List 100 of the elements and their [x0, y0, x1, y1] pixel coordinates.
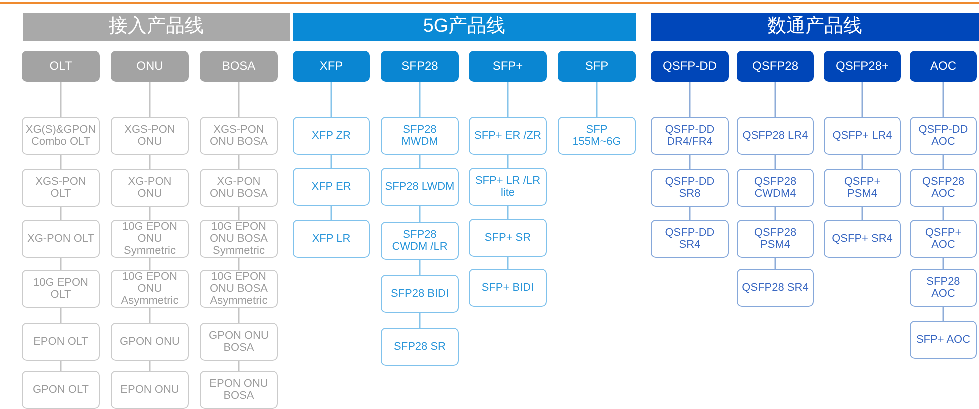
connector-line — [942, 258, 944, 269]
connector-line — [689, 207, 691, 220]
connector-line — [596, 82, 598, 117]
product-box: EPON ONU — [111, 371, 189, 409]
product-box: SFP28 MWDM — [381, 117, 459, 155]
product-box: QSFP28 LR4 — [737, 117, 814, 155]
connector-line — [238, 361, 240, 371]
category-box: SFP+ — [469, 51, 547, 82]
product-box: XG-PON ONU — [111, 169, 189, 207]
connector-line — [507, 82, 509, 117]
product-box: XGS-PON ONU BOSA — [200, 117, 278, 155]
connector-line — [689, 155, 691, 169]
product-box: SFP28 AOC — [910, 269, 977, 307]
category-box: QSFP-DD — [651, 51, 729, 82]
connector-line — [689, 82, 691, 117]
connector-line — [330, 155, 332, 168]
connector-line — [238, 258, 240, 270]
product-box: SFP+ ER /ZR — [469, 117, 547, 155]
connector-line — [507, 257, 509, 269]
connector-line — [419, 155, 421, 168]
connector-line — [862, 155, 864, 169]
connector-line — [60, 361, 62, 371]
product-box: QSFP+ SR4 — [824, 220, 901, 258]
product-box: GPON ONU — [111, 323, 189, 361]
section-banner: 5G产品线 — [293, 13, 636, 41]
product-box: 10G EPON ONU BOSA Symmetric — [200, 220, 278, 258]
product-box: QSFP-DD SR8 — [651, 169, 729, 207]
product-box: SFP+ BIDI — [469, 269, 547, 307]
connector-line — [60, 82, 62, 117]
product-box: XGS-PON ONU — [111, 117, 189, 155]
product-box: 10G EPON ONU BOSA Asymmetric — [200, 270, 278, 308]
connector-line — [942, 307, 944, 321]
connector-line — [507, 155, 509, 168]
product-box: SFP28 CWDM /LR — [381, 222, 459, 260]
product-box: QSFP28 CWDM4 — [737, 169, 814, 207]
connector-line — [942, 207, 944, 220]
connector-line — [419, 206, 421, 222]
connector-line — [419, 313, 421, 328]
product-box: SFP+ AOC — [910, 321, 977, 359]
product-box: QSFP-DD DR4/FR4 — [651, 117, 729, 155]
product-box: SFP28 LWDM — [381, 168, 459, 206]
category-box: SFP28 — [381, 51, 459, 82]
connector-line — [238, 155, 240, 169]
product-box: QSFP28 SR4 — [737, 269, 814, 307]
section-banner: 接入产品线 — [23, 13, 290, 41]
connector-line — [419, 82, 421, 117]
product-box: 10G EPON ONU Symmetric — [111, 220, 189, 258]
product-box: QSFP+ PSM4 — [824, 169, 901, 207]
connector-line — [149, 82, 151, 117]
product-box: XFP LR — [293, 220, 370, 258]
category-box: AOC — [910, 51, 977, 82]
product-box: GPON ONU BOSA — [200, 323, 278, 361]
connector-line — [862, 207, 864, 220]
category-box: BOSA — [200, 51, 278, 82]
connector-line — [942, 155, 944, 169]
product-box: XGS-PON OLT — [22, 169, 100, 207]
category-box: OLT — [22, 51, 100, 82]
product-box: XFP ZR — [293, 117, 370, 155]
product-box: XG(S)&GPON Combo OLT — [22, 117, 100, 155]
category-box: QSFP28 — [737, 51, 814, 82]
connector-line — [507, 206, 509, 219]
product-box: QSFP-DD SR4 — [651, 220, 729, 258]
category-box: XFP — [293, 51, 370, 82]
connector-line — [60, 207, 62, 220]
product-box: 10G EPON ONU Asymmetric — [111, 270, 189, 308]
connector-line — [330, 206, 332, 220]
connector-line — [774, 155, 776, 169]
category-box: QSFP28+ — [824, 51, 901, 82]
product-box: QSFP+ LR4 — [824, 117, 901, 155]
connector-line — [862, 82, 864, 117]
category-box: ONU — [111, 51, 189, 82]
connector-line — [149, 361, 151, 371]
product-box: XG-PON ONU BOSA — [200, 169, 278, 207]
connector-line — [238, 308, 240, 323]
connector-line — [149, 308, 151, 323]
product-box: EPON OLT — [22, 323, 100, 361]
connector-line — [149, 258, 151, 270]
section-banner: 数通产品线 — [651, 13, 979, 41]
product-box: QSFP28 AOC — [910, 169, 977, 207]
connector-line — [60, 258, 62, 270]
connector-line — [942, 82, 944, 117]
product-box: EPON ONU BOSA — [200, 371, 278, 409]
product-box: SFP+ LR /LR lite — [469, 168, 547, 206]
connector-line — [774, 207, 776, 220]
connector-line — [774, 258, 776, 269]
product-box: QSFP-DD AOC — [910, 117, 977, 155]
product-box: SFP+ SR — [469, 219, 547, 257]
product-box: QSFP+ AOC — [910, 220, 977, 258]
connector-line — [149, 155, 151, 169]
product-box: GPON OLT — [22, 371, 100, 409]
product-box: XG-PON OLT — [22, 220, 100, 258]
product-box: QSFP28 PSM4 — [737, 220, 814, 258]
connector-line — [330, 82, 332, 117]
connector-line — [60, 155, 62, 169]
product-box: SFP28 SR — [381, 328, 459, 366]
category-box: SFP — [558, 51, 636, 82]
connector-line — [774, 82, 776, 117]
connector-line — [238, 207, 240, 220]
product-box: SFP 155M~6G — [558, 117, 636, 155]
connector-line — [238, 82, 240, 117]
